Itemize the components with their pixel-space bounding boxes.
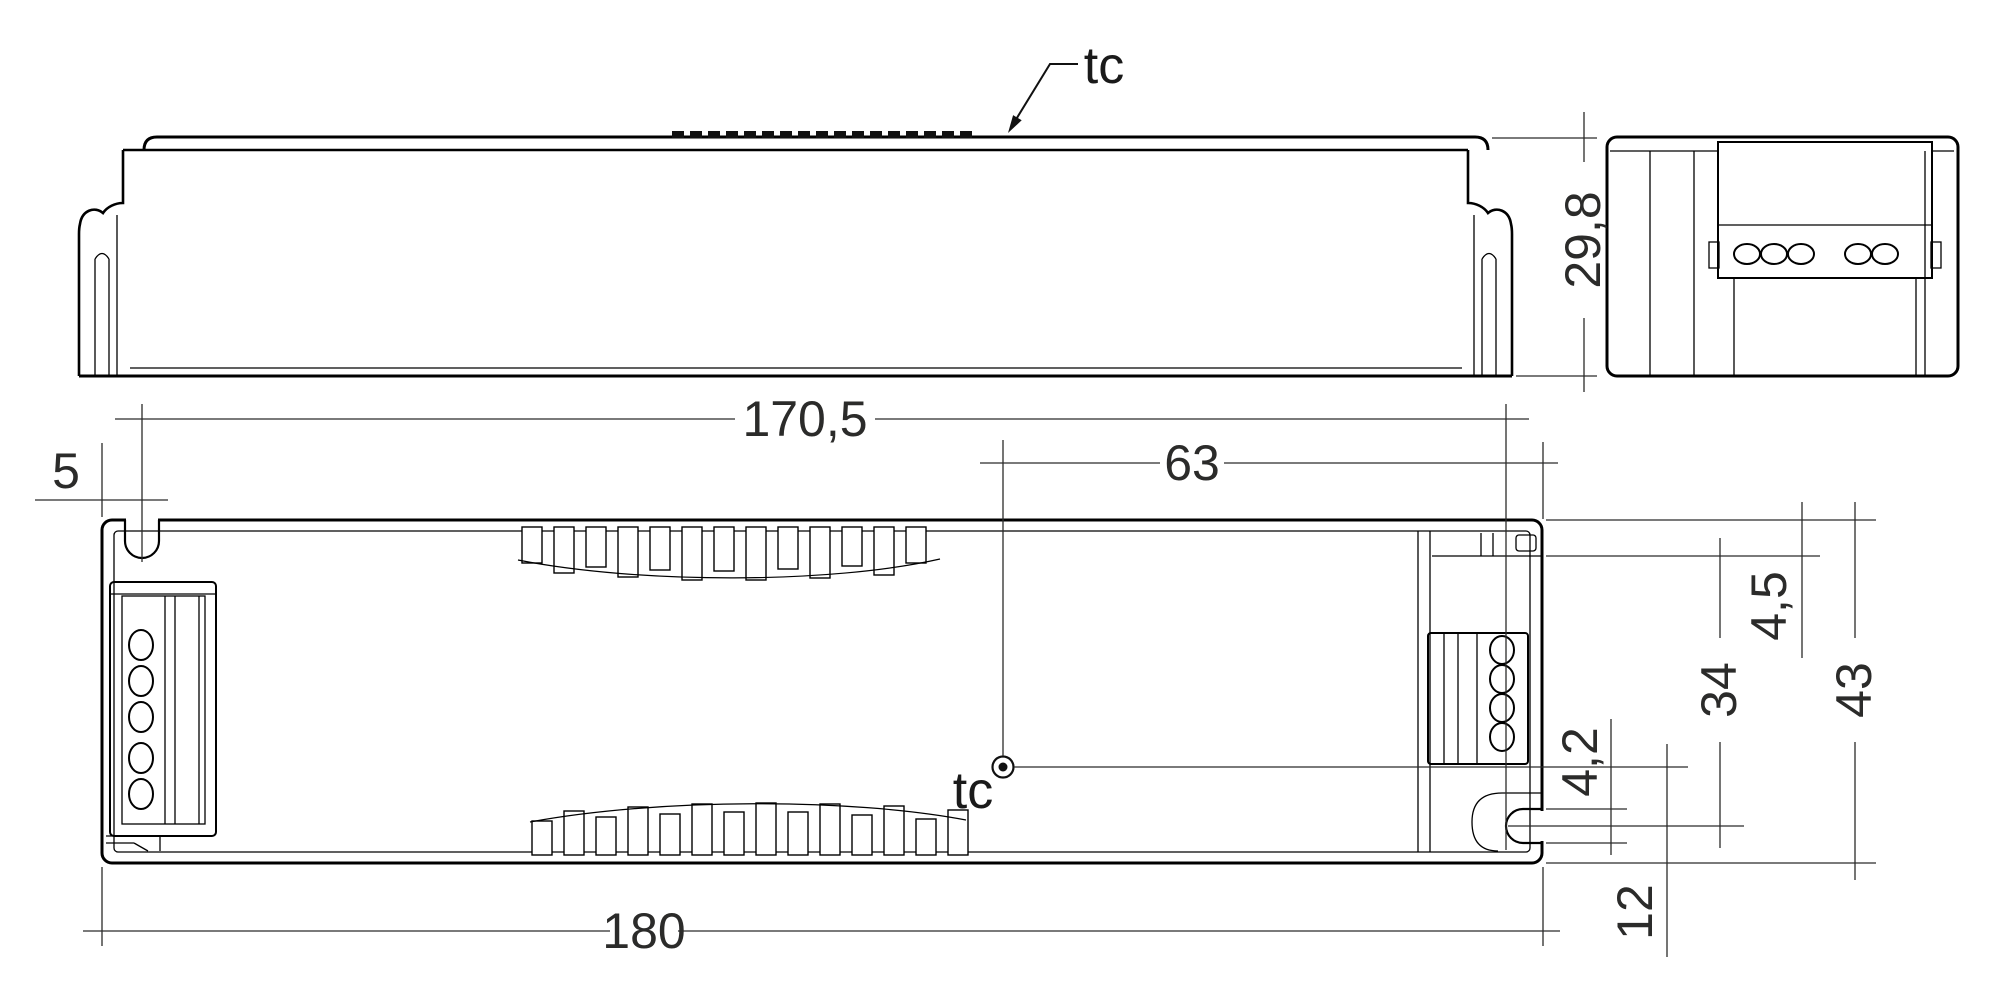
tc-label-plan: tc — [953, 762, 993, 820]
tc-arrowhead-icon — [1008, 115, 1022, 133]
dim-tc-offset-y: 12 — [1607, 884, 1663, 940]
dim-inner-width: 34 — [1691, 662, 1747, 718]
tc-leader: tc — [1008, 37, 1124, 133]
plan-right-terminal — [1427, 632, 1529, 765]
dim-overall-width: 43 — [1826, 662, 1882, 718]
tc-point — [991, 755, 1015, 779]
side-view — [77, 131, 1514, 378]
dim-mounting-length: 170,5 — [742, 391, 867, 447]
tc-label-side: tc — [1084, 37, 1124, 95]
plan-top-vents — [517, 526, 941, 581]
side-vent-slots — [672, 131, 972, 138]
dimension-lines — [35, 112, 1876, 957]
end-terminal-holes — [1733, 243, 1899, 265]
dim-edge-to-slot: 5 — [52, 443, 80, 499]
dim-tc-offset-x: 63 — [1164, 435, 1220, 491]
dim-overall-length: 180 — [602, 903, 685, 959]
plan-left-terminal — [106, 581, 217, 852]
end-view — [1605, 135, 1960, 378]
plan-view — [100, 515, 1545, 865]
dim-top-inset: 4,5 — [1741, 571, 1797, 641]
dim-slot-width: 4,2 — [1552, 727, 1608, 797]
dim-height: 29,8 — [1555, 191, 1611, 288]
plan-bottom-vents — [529, 802, 969, 856]
